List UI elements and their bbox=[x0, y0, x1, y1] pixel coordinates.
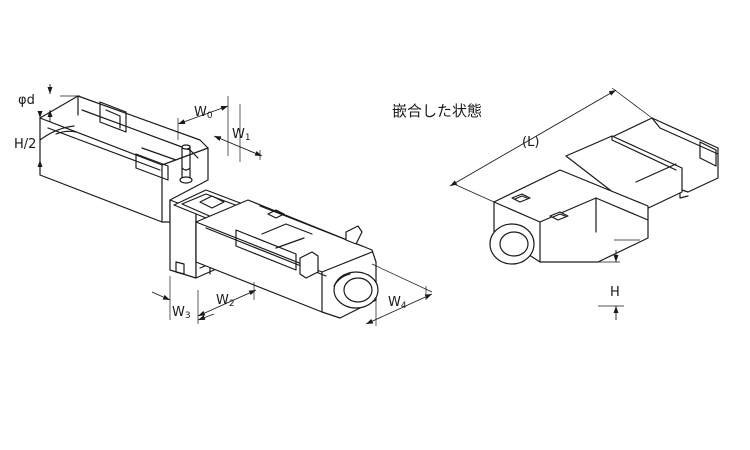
w2-label: W2 bbox=[216, 293, 235, 309]
w1-label: W1 bbox=[232, 127, 251, 143]
w3-label: W3 bbox=[172, 305, 191, 321]
w0-label: W0 bbox=[194, 105, 213, 121]
dimension-lines-left bbox=[37, 84, 433, 326]
right-housing-half bbox=[195, 199, 379, 319]
height-label: H bbox=[610, 285, 620, 300]
left-housing-half bbox=[39, 95, 209, 223]
phi-d-label: φd bbox=[18, 93, 35, 108]
h-half-label: H/2 bbox=[14, 137, 36, 152]
dimension-lines-right bbox=[449, 87, 653, 320]
mated-state-title: 嵌合した状態 bbox=[392, 102, 482, 120]
open-connector-figure bbox=[39, 95, 379, 319]
w4-label: W4 bbox=[388, 295, 407, 311]
length-label: (L) bbox=[522, 135, 539, 150]
